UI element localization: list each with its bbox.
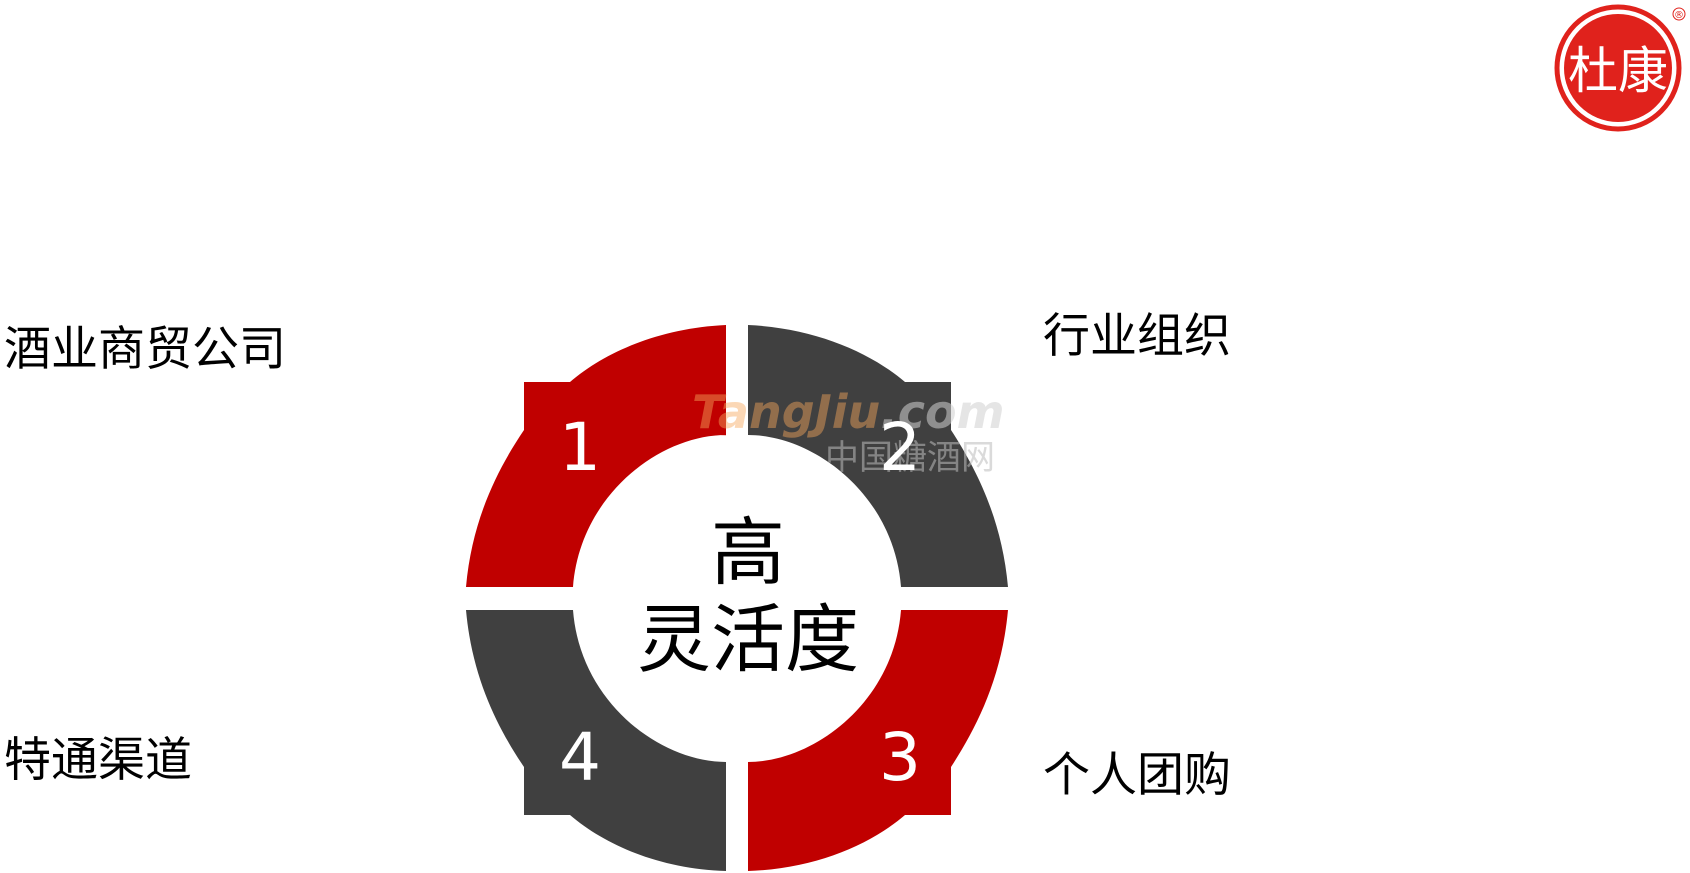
watermark-subtitle: 中国糖酒网 bbox=[825, 438, 995, 478]
segment-1-shape bbox=[466, 325, 726, 587]
watermark-brand-jiu: Jiu bbox=[807, 385, 881, 439]
segment-4-shape bbox=[466, 610, 726, 871]
segment-3-number: 3 bbox=[879, 719, 921, 796]
segment-1-label: 酒业商贸公司 bbox=[4, 322, 286, 377]
segment-3-shape bbox=[748, 610, 1008, 871]
center-text-line1: 高 bbox=[711, 510, 785, 596]
watermark-brand-com: .com bbox=[880, 385, 1004, 439]
dukang-seal-logo: 杜康 ® bbox=[1554, 4, 1686, 132]
segment-4-number: 4 bbox=[559, 719, 601, 796]
center-text-line2: 灵活度 bbox=[637, 597, 859, 683]
watermark-brand-tang: Tang bbox=[692, 385, 815, 439]
segment-2-shape bbox=[748, 325, 1008, 587]
seal-text: 杜康 bbox=[1568, 42, 1668, 100]
watermark: TangJiu.com 中国糖酒网 bbox=[692, 385, 1005, 478]
segment-2-label: 行业组织 bbox=[1043, 309, 1231, 364]
svg-text:TangJiu.com: TangJiu.com bbox=[692, 385, 1005, 439]
segment-2-number: 2 bbox=[879, 409, 921, 486]
registered-mark: ® bbox=[1674, 10, 1684, 21]
segment-1-number: 1 bbox=[559, 409, 601, 486]
segment-3-label: 个人团购 bbox=[1043, 748, 1231, 803]
segment-4-label: 特通渠道 bbox=[4, 733, 192, 788]
